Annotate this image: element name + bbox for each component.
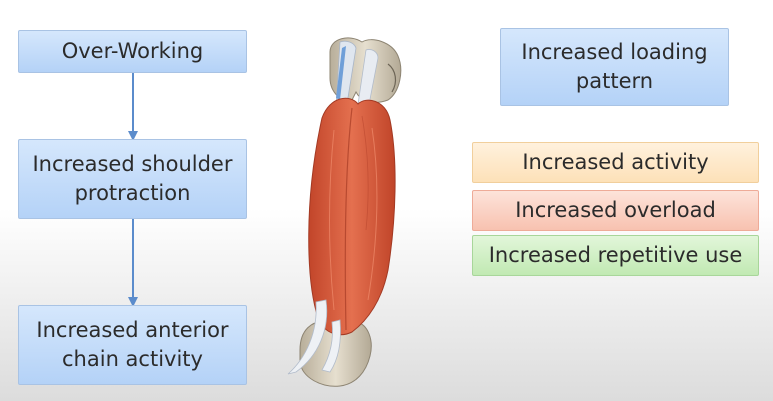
shoulder-protraction-label: Increased shoulder protraction	[32, 152, 233, 205]
increased-overload-label: Increased overload	[515, 198, 716, 223]
muscle-icon	[308, 97, 396, 336]
increased-repetitive-use-box: Increased repetitive use	[472, 235, 759, 276]
over-working-box: Over-Working	[18, 30, 247, 73]
increased-activity-label: Increased activity	[522, 150, 709, 175]
increased-activity-box: Increased activity	[472, 142, 759, 183]
loading-pattern-label: Increased loading pattern	[521, 40, 708, 93]
increased-overload-box: Increased overload	[472, 190, 759, 231]
increased-repetitive-use-label: Increased repetitive use	[488, 243, 743, 268]
shoulder-protraction-box: Increased shoulder protraction	[18, 139, 247, 219]
tendon-icon	[335, 40, 379, 121]
anterior-chain-label: Increased anterior chain activity	[36, 318, 229, 371]
loading-pattern-box: Increased loading pattern	[500, 28, 729, 106]
tendon-icon	[287, 299, 341, 375]
anterior-chain-box: Increased anterior chain activity	[18, 305, 247, 385]
over-working-label: Over-Working	[61, 39, 204, 64]
